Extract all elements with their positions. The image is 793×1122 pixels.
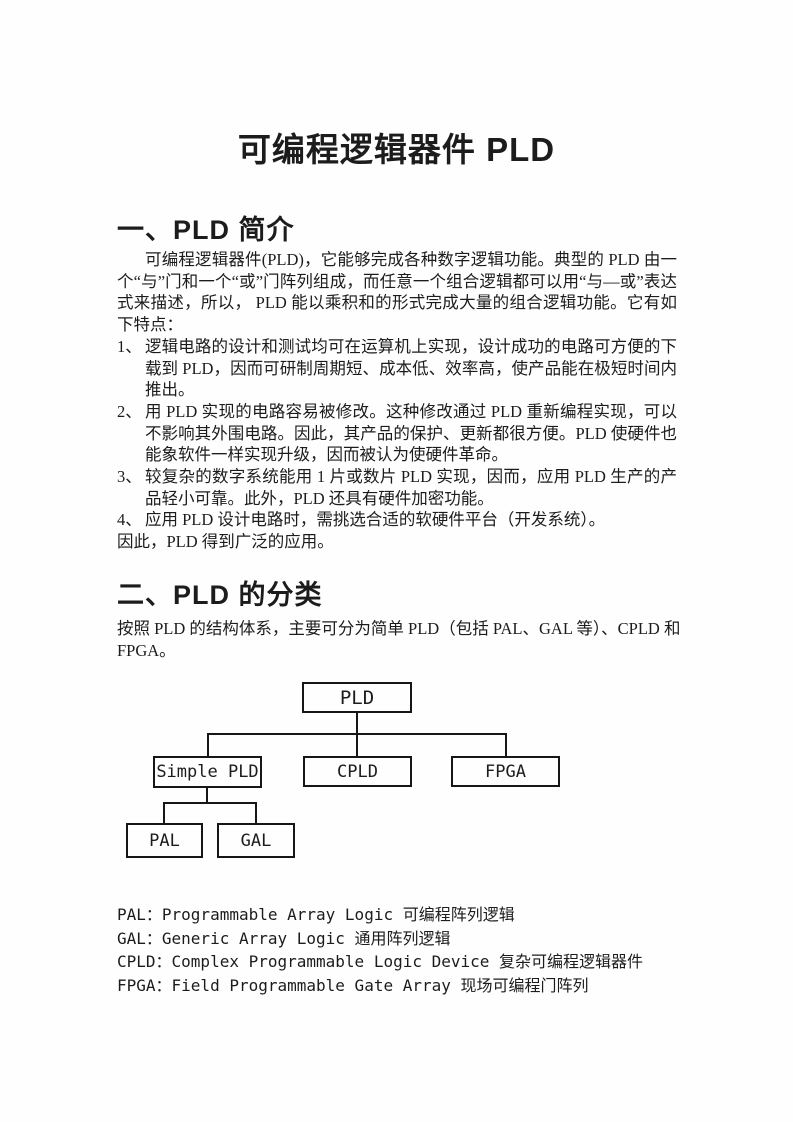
- connector-line: [163, 802, 257, 804]
- connector-line: [356, 733, 358, 758]
- diagram-node-pal: PAL: [126, 823, 203, 858]
- list-marker: 1、: [117, 336, 142, 356]
- diagram-node-gal: GAL: [217, 823, 295, 858]
- pld-classification-diagram: PLD Simple PLD CPLD FPGA PAL GAL: [100, 670, 580, 870]
- classification-paragraph: 按照 PLD 的结构体系，主要可分为简单 PLD（包括 PAL、GAL 等）、C…: [117, 619, 681, 660]
- abbreviation-definitions: PAL：Programmable Array Logic 可编程阵列逻辑 GAL…: [117, 903, 643, 997]
- list-item: 1、 逻辑电路的设计和测试均可在运算机上实现，设计成功的电路可方便的下载到 PL…: [117, 336, 677, 401]
- section-2-heading: 二、PLD 的分类: [117, 580, 323, 611]
- diagram-node-fpga: FPGA: [451, 756, 560, 787]
- intro-paragraph: 可编程逻辑器件(PLD)，它能够完成各种数字逻辑功能。典型的 PLD 由一个“与…: [117, 250, 677, 335]
- list-item-text: 应用 PLD 设计电路时，需挑选合适的软硬件平台（开发系统）。: [145, 510, 606, 530]
- page-title: 可编程逻辑器件 PLD: [237, 131, 556, 169]
- closing-paragraph: 因此，PLD 得到广泛的应用。: [117, 532, 334, 552]
- section-1-heading: 一、PLD 简介: [117, 215, 295, 246]
- definition-line: CPLD：Complex Programmable Logic Device 复…: [117, 952, 644, 972]
- list-marker: 3、: [117, 467, 142, 487]
- connector-line: [505, 733, 507, 758]
- definition-line: PAL：Programmable Array Logic 可编程阵列逻辑: [117, 905, 515, 924]
- list-item-text: 用 PLD 实现的电路容易被修改。这种修改通过 PLD 重新编程实现，可以不影响…: [145, 401, 677, 465]
- diagram-node-pld: PLD: [302, 682, 412, 713]
- list-marker: 4、: [117, 510, 142, 530]
- definition-line: FPGA：Field Programmable Gate Array 现场可编程…: [117, 975, 589, 995]
- diagram-node-cpld: CPLD: [303, 756, 412, 787]
- connector-line: [255, 802, 257, 825]
- list-marker: 2、: [117, 401, 142, 421]
- diagram-node-simple-pld: Simple PLD: [153, 756, 262, 788]
- connector-line: [206, 786, 208, 804]
- connector-line: [356, 713, 358, 735]
- list-item: 3、 较复杂的数字系统能用 1 片或数片 PLD 实现，因而，应用 PLD 生产…: [117, 466, 677, 509]
- list-item-text: 较复杂的数字系统能用 1 片或数片 PLD 实现，因而，应用 PLD 生产的产品…: [145, 467, 677, 508]
- definition-line: GAL：Generic Array Logic 通用阵列逻辑: [117, 928, 451, 948]
- connector-line: [163, 802, 165, 825]
- list-item: 4、 应用 PLD 设计电路时，需挑选合适的软硬件平台（开发系统）。: [117, 509, 677, 531]
- connector-line: [207, 733, 209, 758]
- list-item-text: 逻辑电路的设计和测试均可在运算机上实现，设计成功的电路可方便的下载到 PLD，因…: [145, 336, 677, 400]
- list-item: 2、 用 PLD 实现的电路容易被修改。这种修改通过 PLD 重新编程实现，可以…: [117, 401, 677, 466]
- section-1-body: 可编程逻辑器件(PLD)，它能够完成各种数字逻辑功能。典型的 PLD 由一个“与…: [117, 249, 677, 553]
